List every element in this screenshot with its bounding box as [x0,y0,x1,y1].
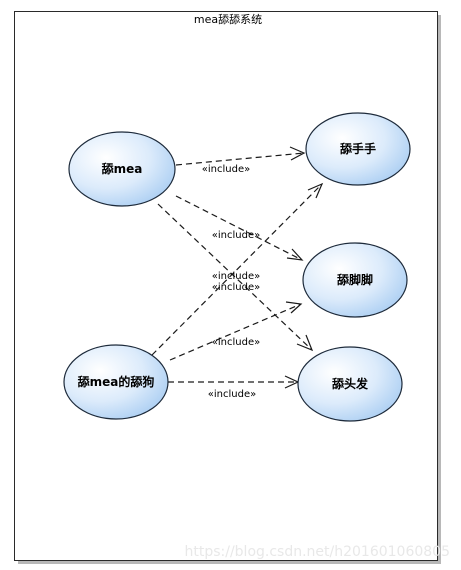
include-label-dog-feet: «include» [212,337,260,348]
use-case-tian-mea[interactable]: 舔mea [68,131,176,207]
use-case-tian-mea-label: 舔mea [102,161,143,176]
include-label-dog-hands: «include» [212,282,260,293]
relation-dog-feet [169,301,303,361]
relation-mea-hands [175,146,306,166]
use-case-tian-hands-label: 舔手手 [340,141,376,156]
use-case-tian-hair-label: 舔头发 [332,376,369,391]
relation-mea-feet [175,195,304,261]
include-label-mea-hands: «include» [202,164,250,175]
relation-dog-hands [151,182,324,356]
relation-mea-hair [157,203,314,352]
use-case-tian-feet[interactable]: 舔脚脚 [302,242,408,318]
watermark-text: https://blog.csdn.net/h201601060805 [184,544,450,560]
use-case-tian-hair[interactable]: 舔头发 [297,346,403,422]
system-title: mea舔舔系统 [194,13,262,26]
use-case-tian-hands[interactable]: 舔手手 [305,112,411,186]
use-case-tian-mea-dog[interactable]: 舔mea的舔狗 [63,344,169,420]
use-case-tian-mea-dog-label: 舔mea的舔狗 [78,374,155,389]
include-label-dog-hair: «include» [208,389,256,400]
include-label-mea-feet: «include» [212,230,260,241]
include-label-mea-hair: «include» [212,271,260,282]
use-case-tian-feet-label: 舔脚脚 [337,272,373,287]
